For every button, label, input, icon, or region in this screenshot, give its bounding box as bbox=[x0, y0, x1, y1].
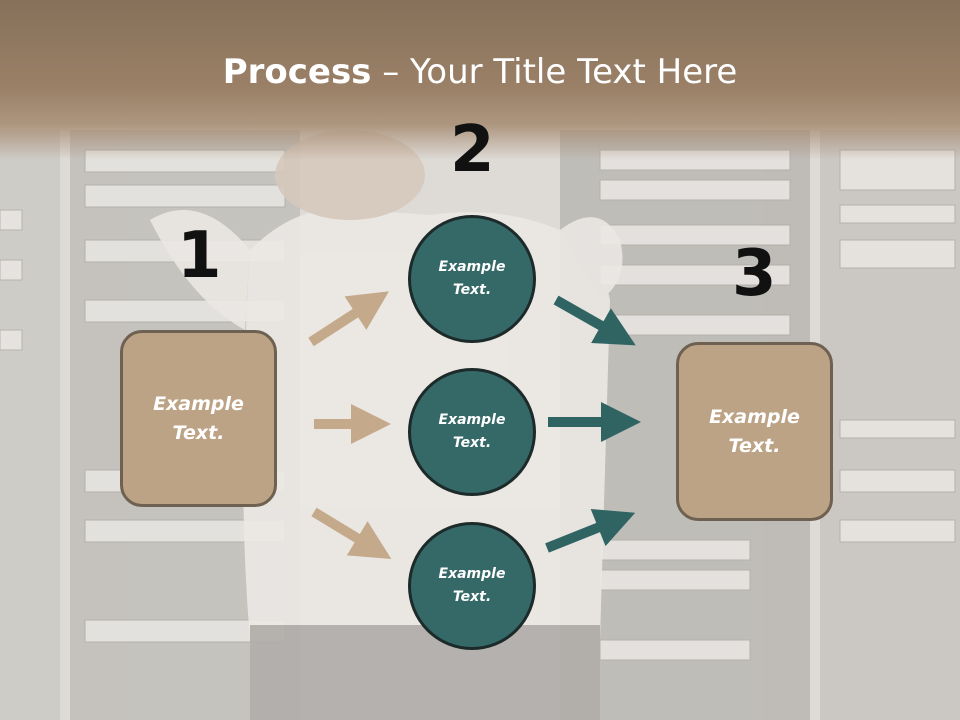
circle-bottom-text-line1: Example bbox=[438, 566, 506, 582]
circle-middle-text-line1: Example bbox=[438, 412, 506, 428]
arrow-top-to-right bbox=[553, 295, 636, 346]
title-rest: – Your Title Text Here bbox=[371, 52, 738, 92]
arrow-left-to-top bbox=[308, 291, 389, 347]
step-1-text-line1: Example bbox=[153, 392, 244, 415]
step-number-2: 2 bbox=[450, 113, 495, 187]
step-3-text-line1: Example bbox=[709, 405, 800, 428]
step-number-1: 1 bbox=[177, 219, 222, 293]
step-3-text-line2: Text. bbox=[728, 434, 781, 457]
step-number-3: 3 bbox=[732, 237, 777, 311]
title-band bbox=[0, 0, 960, 160]
step-1-text-line2: Text. bbox=[172, 421, 225, 444]
circle-top-text-line1: Example bbox=[438, 259, 506, 275]
circle-middle-text-line2: Text. bbox=[452, 435, 492, 451]
circle-top-text-line2: Text. bbox=[452, 282, 492, 298]
arrow-left-to-bottom bbox=[311, 507, 392, 559]
arrow-bottom-to-right bbox=[545, 509, 636, 553]
circle-bottom-text-line2: Text. bbox=[452, 589, 492, 605]
title-bold: Process bbox=[222, 52, 372, 92]
slide-title: Process – Your Title Text Here bbox=[0, 52, 960, 92]
